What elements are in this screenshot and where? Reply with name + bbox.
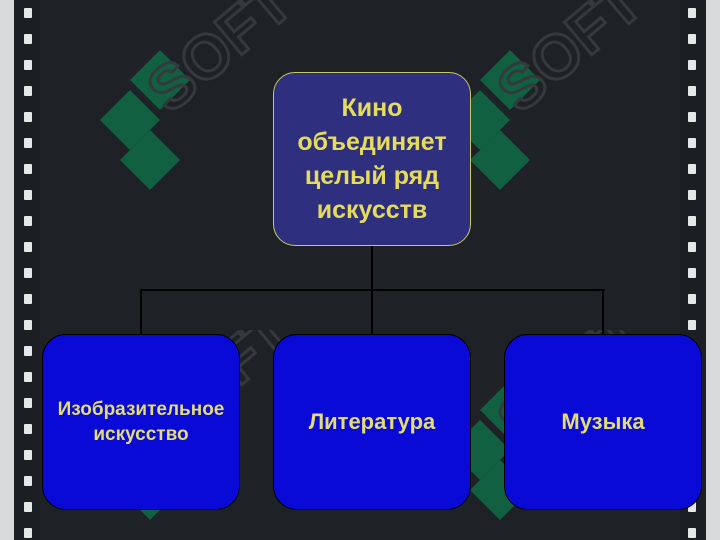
sprocket-hole (688, 34, 696, 44)
root-node: Кино объединяет целый ряд искусств (273, 72, 471, 246)
sprocket-hole (24, 320, 32, 330)
sprocket-hole (688, 320, 696, 330)
film-strip-left-edge (0, 0, 14, 540)
film-sprocket-holes-left (22, 0, 34, 540)
film-strip-right-edge (706, 0, 720, 540)
sprocket-hole (688, 528, 696, 538)
sprocket-hole (688, 138, 696, 148)
sprocket-hole (24, 450, 32, 460)
sprocket-hole (24, 8, 32, 18)
sprocket-hole (24, 372, 32, 382)
sprocket-hole (24, 502, 32, 512)
sprocket-hole (24, 86, 32, 96)
sprocket-hole (24, 528, 32, 538)
watermark-logo: SOFT (90, 0, 330, 200)
sprocket-hole (688, 86, 696, 96)
connector-root-stem (371, 246, 373, 290)
child-node-visual-art: Изобразительное искусство (42, 334, 240, 510)
sprocket-hole (24, 138, 32, 148)
sprocket-hole (688, 112, 696, 122)
sprocket-hole (24, 60, 32, 70)
sprocket-hole (688, 8, 696, 18)
sprocket-hole (24, 164, 32, 174)
root-node-label: Кино объединяет целый ряд искусств (297, 94, 447, 224)
sprocket-hole (24, 242, 32, 252)
sprocket-hole (24, 216, 32, 226)
sprocket-hole (688, 164, 696, 174)
sprocket-hole (24, 424, 32, 434)
child-node-literature: Литература (273, 334, 471, 510)
sprocket-hole (24, 112, 32, 122)
child-node-label: Изобразительное искусство (57, 399, 225, 445)
watermark-logo: SOFT (440, 0, 680, 200)
sprocket-hole (24, 398, 32, 408)
sprocket-hole (688, 190, 696, 200)
connector-to-child-2 (371, 289, 373, 334)
sprocket-hole (688, 60, 696, 70)
sprocket-hole (24, 476, 32, 486)
sprocket-hole (24, 34, 32, 44)
child-node-label: Музыка (561, 409, 645, 434)
connector-to-child-1 (140, 289, 142, 334)
sprocket-hole (24, 190, 32, 200)
sprocket-hole (24, 294, 32, 304)
sprocket-hole (688, 268, 696, 278)
sprocket-hole (688, 502, 696, 512)
sprocket-hole (24, 346, 32, 356)
sprocket-hole (688, 216, 696, 226)
connector-to-child-3 (602, 289, 604, 334)
sprocket-hole (688, 294, 696, 304)
sprocket-hole (688, 242, 696, 252)
child-node-music: Музыка (504, 334, 702, 510)
child-node-label: Литература (308, 409, 436, 434)
sprocket-hole (24, 268, 32, 278)
